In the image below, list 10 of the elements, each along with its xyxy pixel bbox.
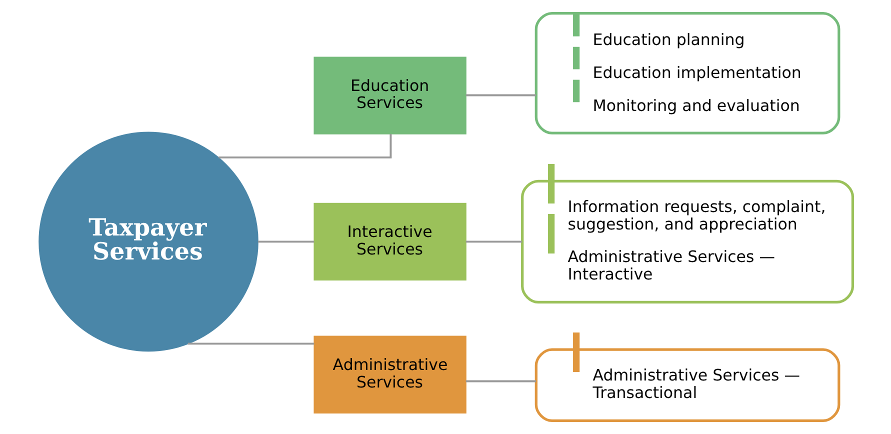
node-box: Interactive Services: [313, 202, 466, 281]
connector: [465, 94, 536, 96]
node-box: Education Services: [313, 56, 466, 134]
connector: [465, 380, 536, 382]
node-box: Administrative Services: [313, 336, 466, 414]
connector: [218, 134, 392, 158]
node-circle: Taxpayer Services: [38, 132, 258, 352]
connector: [257, 240, 314, 243]
connector: [187, 342, 314, 345]
connector: [465, 240, 522, 243]
